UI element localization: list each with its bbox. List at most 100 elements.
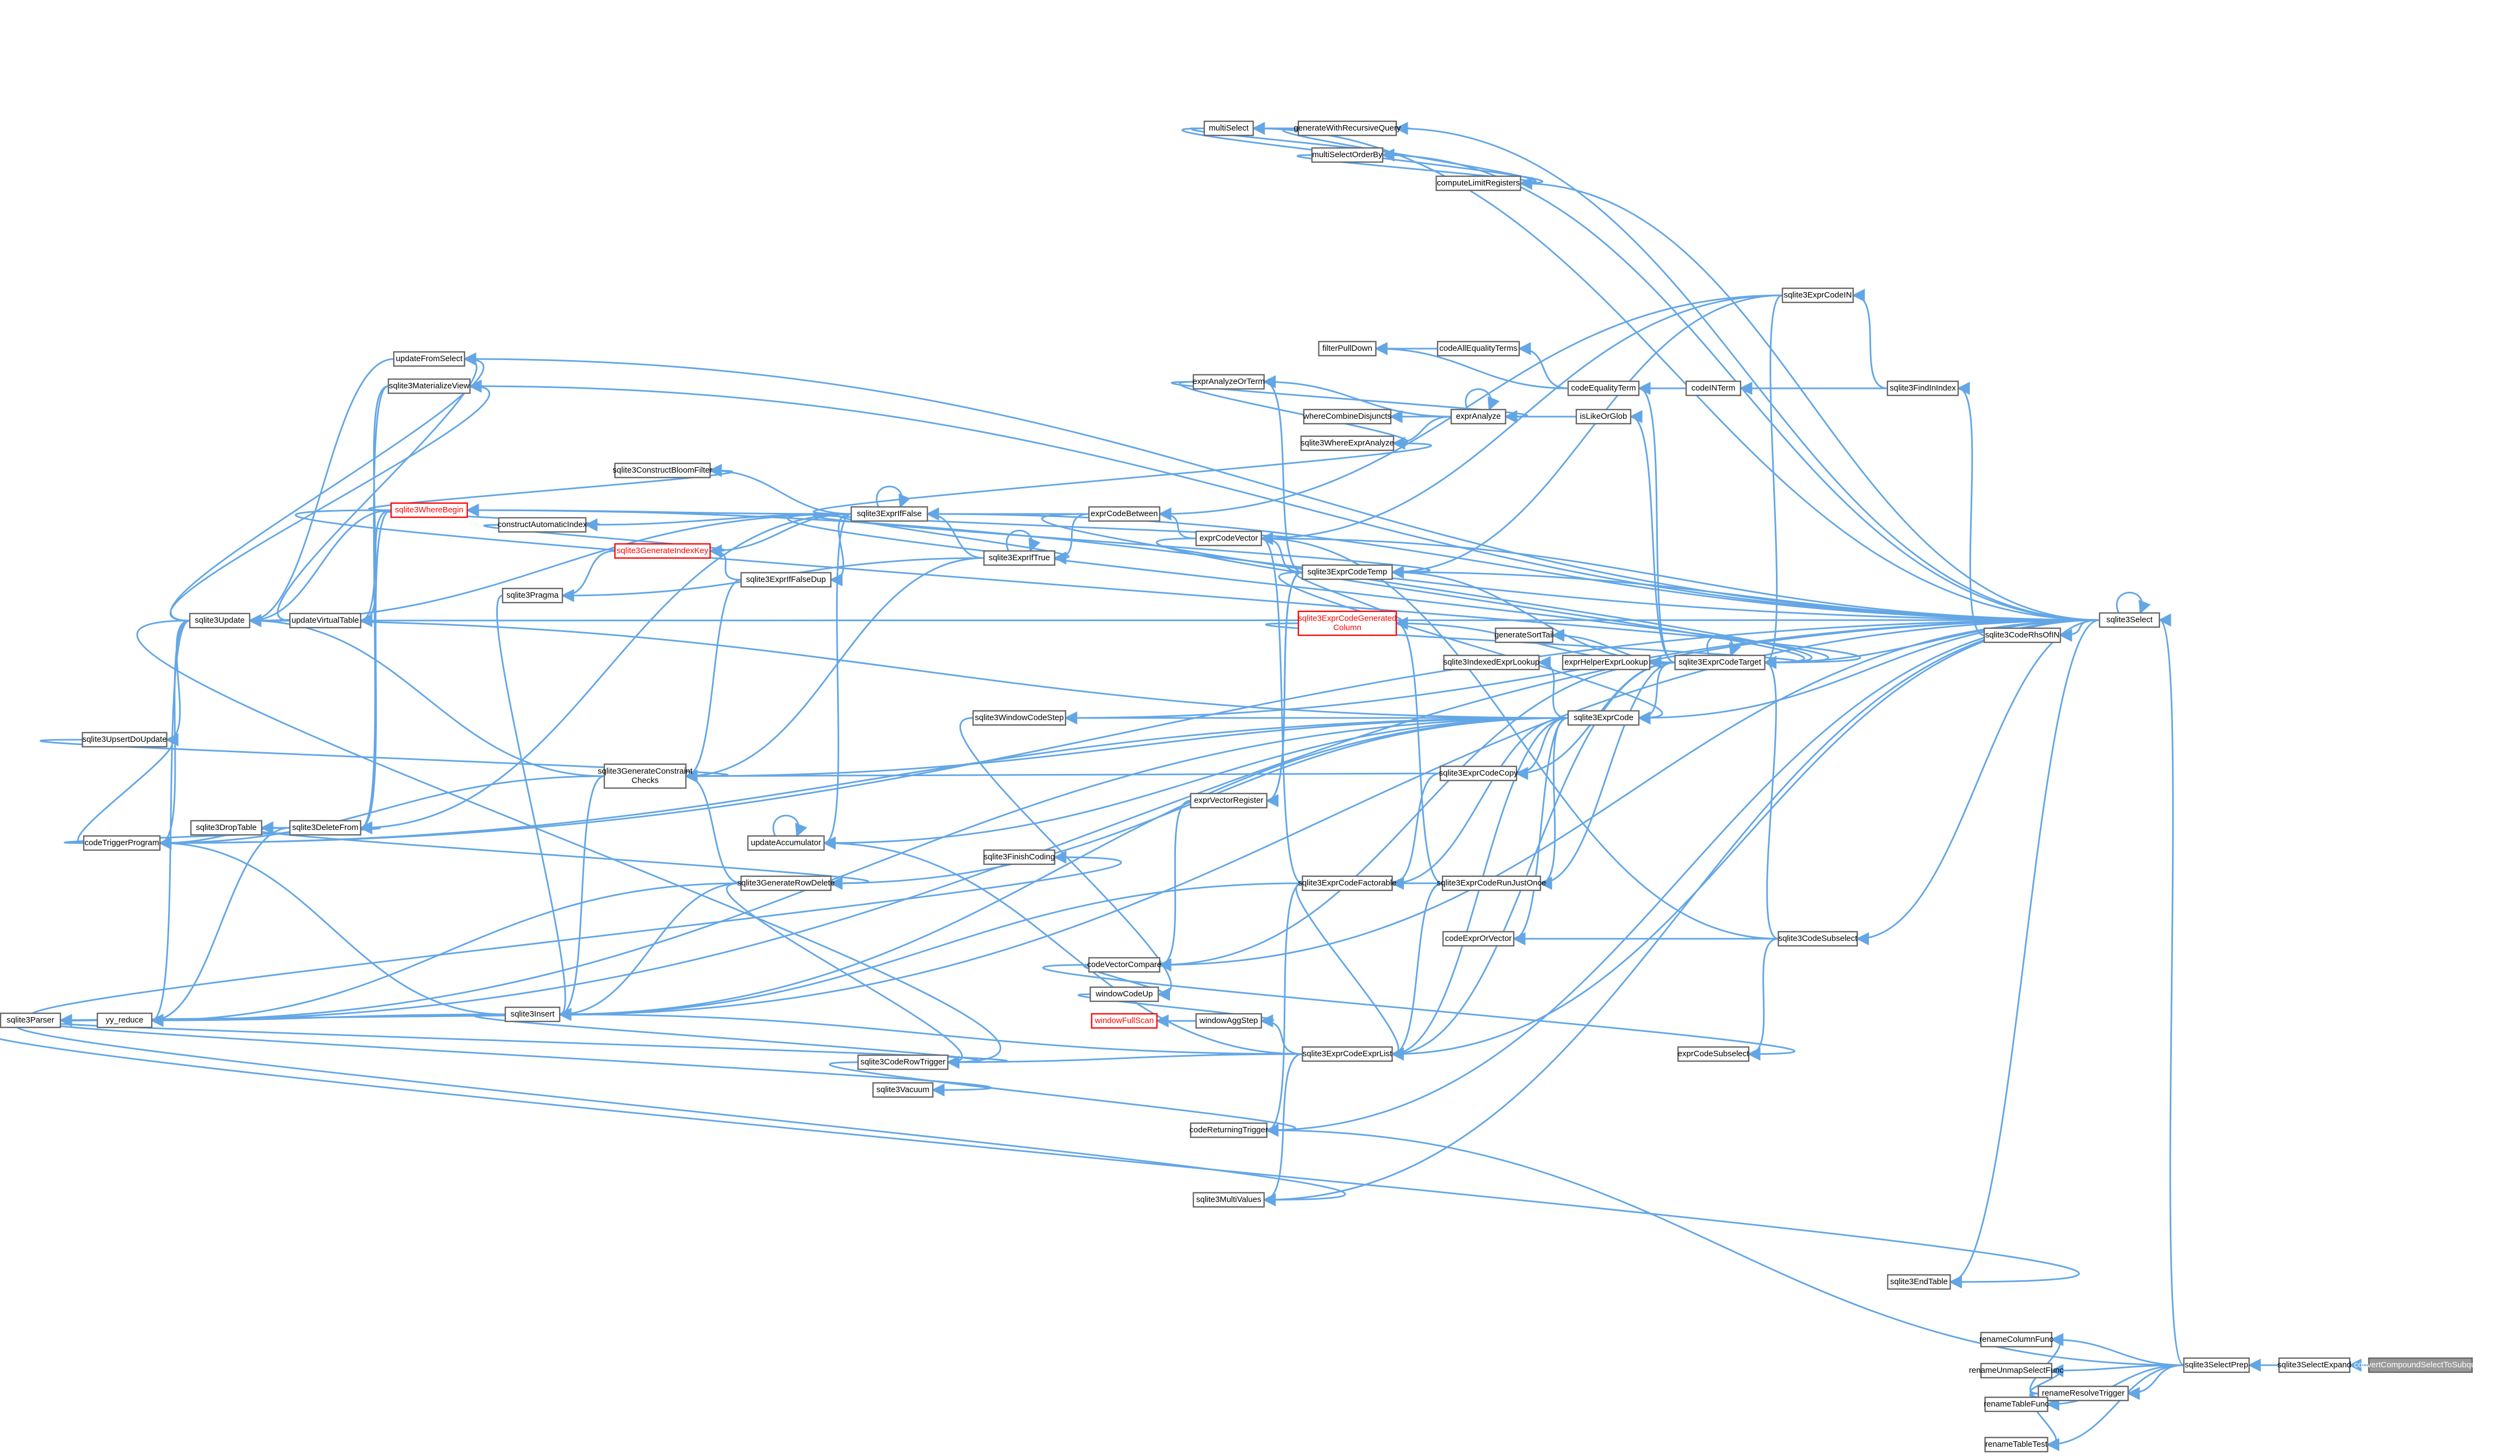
node-exprhaslookup[interactable]: exprHelperExprLookup: [1562, 654, 1651, 671]
node-materialize[interactable]: sqlite3MaterializeView: [387, 378, 471, 394]
node-box[interactable]: [1089, 986, 1159, 1002]
node-exprAnalyzeOr[interactable]: exprAnalyzeOrTerm: [1192, 374, 1265, 390]
node-box[interactable]: [1983, 627, 2061, 643]
node-box[interactable]: [190, 820, 263, 836]
node-box[interactable]: [1297, 610, 1397, 636]
node-exprcodebetween[interactable]: exprCodeBetween: [1088, 506, 1161, 522]
node-box[interactable]: [1984, 1436, 2048, 1453]
node-codeselect[interactable]: sqlite3CodeSubselect: [1778, 931, 1858, 947]
node-exprcode[interactable]: sqlite3ExprCode: [1567, 710, 1640, 726]
node-box[interactable]: [850, 506, 928, 522]
node-parser[interactable]: sqlite3Parser: [0, 1012, 61, 1029]
node-box[interactable]: [1677, 1046, 1750, 1062]
node-box[interactable]: [2183, 1357, 2250, 1373]
node-multiselectorder[interactable]: multiSelectOrderBy: [1311, 147, 1384, 163]
node-exprifalse[interactable]: sqlite3ExprIfFalse: [850, 506, 928, 522]
node-exprcodein[interactable]: sqlite3ExprCodeIN: [1781, 287, 1854, 303]
node-gensorttail[interactable]: generateSortTail: [1494, 627, 1554, 643]
node-exprAnalyze[interactable]: exprAnalyze: [1450, 408, 1507, 425]
node-rentabtest[interactable]: renameTableTest: [1984, 1436, 2048, 1453]
node-exprcodefactor[interactable]: sqlite3ExprCodeFactorable: [1298, 875, 1397, 891]
node-pragma[interactable]: sqlite3Pragma: [501, 587, 564, 604]
node-box[interactable]: [2038, 1385, 2129, 1402]
node-exprvecreg[interactable]: exprVectorRegister: [1190, 792, 1268, 809]
node-box[interactable]: [972, 710, 1067, 726]
node-whereExprAnalyze[interactable]: sqlite3WhereExprAnalyze: [1300, 435, 1395, 451]
node-box[interactable]: [1442, 931, 1515, 947]
node-computelimit[interactable]: computeLimitRegisters: [1435, 175, 1521, 191]
node-findinidx[interactable]: sqlite3FindInIndex: [1886, 380, 1959, 396]
node-multiselect[interactable]: multiSelect: [1203, 120, 1254, 137]
node-box[interactable]: [872, 1082, 934, 1098]
node-box[interactable]: [1441, 875, 1541, 891]
node-rentabfn[interactable]: renameTableFunc: [1984, 1396, 2050, 1412]
node-codeAllEq[interactable]: codeAllEqualityTerms: [1437, 340, 1520, 357]
node-box[interactable]: [1303, 408, 1392, 425]
node-box[interactable]: [0, 1012, 61, 1029]
node-dropTable[interactable]: sqlite3DropTable: [190, 820, 263, 836]
node-codetrigger[interactable]: codeTriggerProgram: [83, 835, 161, 851]
node-box[interactable]: [1302, 564, 1393, 580]
node-box[interactable]: [1980, 1362, 2053, 1379]
node-exprcodesubsel[interactable]: exprCodeSubselect: [1677, 1046, 1750, 1062]
node-box[interactable]: [1195, 1013, 1262, 1029]
node-select[interactable]: sqlite3Select: [2098, 612, 2160, 628]
node-box[interactable]: [1495, 627, 1553, 643]
node-endtable[interactable]: sqlite3EndTable: [1887, 1274, 1951, 1290]
node-exprifture[interactable]: sqlite3ExprIfTrue: [983, 550, 1056, 566]
node-box[interactable]: [83, 835, 161, 851]
node-convert[interactable]: convertCompoundSelectToSubquery: [2354, 1357, 2487, 1373]
node-box[interactable]: [614, 462, 711, 479]
node-windowfullscan[interactable]: windowFullScan: [1091, 1013, 1158, 1029]
node-box[interactable]: [498, 517, 587, 533]
node-updatevirtual[interactable]: updateVirtualTable: [289, 612, 362, 629]
node-codeexprorv[interactable]: codeExprOrVector: [1442, 931, 1515, 947]
node-box[interactable]: [1443, 654, 1540, 671]
node-vacuum[interactable]: sqlite3Vacuum: [872, 1082, 934, 1098]
node-box[interactable]: [504, 1006, 561, 1023]
node-box[interactable]: [2368, 1357, 2473, 1373]
node-updateAccum[interactable]: updateAccumulator: [747, 835, 825, 851]
node-codermvorin[interactable]: sqlite3CodeRhsOfIN: [1983, 627, 2061, 643]
node-box[interactable]: [1297, 120, 1397, 137]
node-codeEquality[interactable]: codeEqualityTerm: [1567, 380, 1640, 396]
node-box[interactable]: [1195, 530, 1262, 547]
node-update[interactable]: sqlite3Update: [189, 612, 251, 629]
node-codeRowTrigger[interactable]: sqlite3CodeRowTrigger: [857, 1054, 949, 1070]
node-exprcodevector[interactable]: exprCodeVector: [1195, 530, 1262, 547]
node-box[interactable]: [1685, 380, 1742, 396]
node-box[interactable]: [740, 572, 832, 588]
node-box[interactable]: [1435, 175, 1521, 191]
node-box[interactable]: [1984, 1396, 2048, 1412]
node-box[interactable]: [2278, 1357, 2351, 1373]
node-genwithrec[interactable]: generateWithRecursiveQuery: [1294, 120, 1401, 137]
node-renundo[interactable]: renameUnmapSelectFunc: [1969, 1362, 2064, 1379]
node-box[interactable]: [603, 763, 687, 789]
node-finishcoding[interactable]: sqlite3FinishCoding: [983, 849, 1056, 865]
node-box[interactable]: [1302, 875, 1393, 891]
node-box[interactable]: [857, 1054, 949, 1070]
node-box[interactable]: [1318, 340, 1377, 357]
node-box[interactable]: [1437, 340, 1520, 357]
node-windowcodeup[interactable]: windowCodeUp: [1089, 986, 1159, 1002]
node-box[interactable]: [96, 1012, 153, 1029]
node-rencol[interactable]: renameColumnFunc: [1979, 1331, 2053, 1348]
node-windowaggstep[interactable]: windowAggStep: [1195, 1013, 1262, 1029]
node-updatefromsel[interactable]: updateFromSelect: [393, 351, 466, 367]
node-codeveccmp[interactable]: codeVectorCompare: [1087, 957, 1162, 973]
node-box[interactable]: [393, 351, 466, 367]
node-constructauto[interactable]: constructAutomaticIndex: [498, 517, 587, 533]
node-box[interactable]: [1088, 506, 1161, 522]
node-box[interactable]: [1192, 374, 1265, 390]
node-exprcodetemp[interactable]: sqlite3ExprCodeTemp: [1302, 564, 1393, 580]
node-box[interactable]: [1778, 931, 1858, 947]
node-box[interactable]: [1567, 380, 1640, 396]
node-box[interactable]: [740, 875, 832, 891]
node-box[interactable]: [1300, 435, 1395, 451]
node-box[interactable]: [983, 550, 1056, 566]
node-exprifalsedup[interactable]: sqlite3ExprIfFalseDup: [740, 572, 832, 588]
node-box[interactable]: [2098, 612, 2160, 628]
node-box[interactable]: [1091, 1013, 1158, 1029]
